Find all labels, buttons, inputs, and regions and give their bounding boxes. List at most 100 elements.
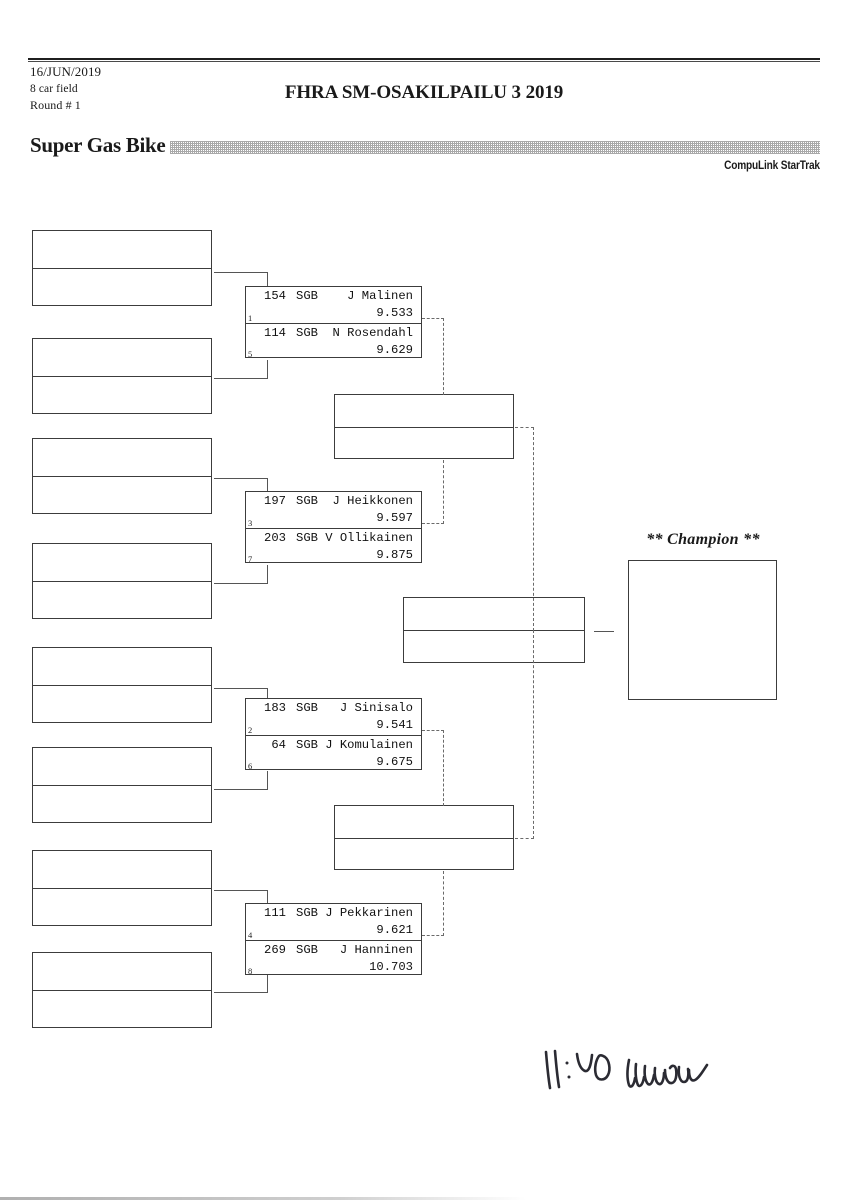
box-divider (335, 426, 513, 428)
match-3-top-header: 183 SGB J Sinisalo (246, 700, 415, 717)
elapsed-time: 9.629 (376, 343, 413, 357)
connector-entry-5 (214, 688, 268, 689)
car-class: SGB (296, 906, 318, 920)
sheet-meta: 16/JUN/2019 8 car field Round # 1 (30, 64, 101, 114)
lane-number: 6 (248, 761, 253, 771)
match-box-4[interactable]: 111 SGB J Pekkarinen 9.621 4 269 SGB J H… (245, 903, 422, 976)
lane-number: 5 (248, 349, 253, 359)
entry-box-1[interactable] (32, 230, 212, 306)
connector-r2b2-out (515, 838, 534, 839)
match-2-bottom-result: 9.875 (246, 547, 415, 564)
car-class: SGB (296, 531, 318, 545)
entry-box-2[interactable] (32, 338, 212, 414)
connector-entry-7 (214, 890, 268, 891)
match-4-lane-top[interactable]: 111 SGB J Pekkarinen 9.621 4 (246, 904, 421, 940)
match-4-bottom-result: 10.703 (246, 959, 415, 976)
lane-number: 7 (248, 554, 253, 564)
elapsed-time: 9.875 (376, 548, 413, 562)
connector-r1m4-up (443, 871, 444, 936)
box-divider (33, 476, 211, 477)
match-3-lane-bottom[interactable]: 64 SGB J Komulainen 9.675 6 (246, 735, 421, 771)
driver-name: J Hanninen (339, 943, 413, 957)
match-3-top-result: 9.541 (246, 717, 415, 734)
box-divider (404, 630, 584, 631)
handwriting-ink (544, 1049, 709, 1090)
driver-name: V Ollikainen (325, 531, 413, 545)
champion-box[interactable] (628, 560, 777, 700)
box-divider (33, 581, 211, 582)
match-box-2[interactable]: 197 SGB J Heikkonen 9.597 3 203 SGB V Ol… (245, 491, 422, 564)
round2-box-2[interactable] (334, 805, 514, 870)
event-title: FHRA SM-OSAKILPAILU 3 2019 (284, 82, 564, 103)
entry-box-4[interactable] (32, 543, 212, 619)
match-2-lane-top[interactable]: 197 SGB J Heikkonen 9.597 3 (246, 492, 421, 528)
connector-r1m2-out (422, 523, 444, 524)
driver-name: J Malinen (347, 289, 413, 303)
elapsed-time: 9.541 (376, 718, 413, 732)
handwritten-annotation: 11:40 (541, 1046, 721, 1106)
car-number: 154 (264, 289, 286, 303)
connector-r1m4-out (422, 935, 444, 936)
connector-entry-4 (214, 583, 268, 584)
connector-entry-6 (214, 789, 268, 790)
box-divider (33, 888, 211, 889)
connector-entry-3 (214, 478, 268, 479)
connector-r2b1-out (515, 427, 534, 428)
elapsed-time: 9.675 (376, 755, 413, 769)
car-number: 269 (264, 943, 286, 957)
match-2-lane-bottom[interactable]: 203 SGB V Ollikainen 9.875 7 (246, 528, 421, 564)
lane-number: 3 (248, 518, 253, 528)
match-4-lane-bottom[interactable]: 269 SGB J Hanninen 10.703 8 (246, 940, 421, 976)
entry-box-8[interactable] (32, 952, 212, 1028)
lane-number: 4 (248, 930, 253, 940)
lane-number: 8 (248, 966, 253, 976)
round2-box-1[interactable] (334, 394, 514, 459)
match-2-bottom-header: 203 SGB V Ollikainen (246, 530, 415, 547)
match-box-3[interactable]: 183 SGB J Sinisalo 9.541 2 64 SGB J Komu… (245, 698, 422, 771)
class-title: Super Gas Bike (30, 133, 168, 158)
box-divider (33, 685, 211, 686)
scan-edge (0, 1197, 848, 1200)
match-3-bottom-header: 64 SGB J Komulainen (246, 737, 415, 754)
driver-name: J Heikkonen (332, 494, 413, 508)
connector-r1m3-down (443, 730, 444, 806)
entry-box-7[interactable] (32, 850, 212, 926)
car-number: 111 (264, 906, 286, 920)
car-number: 64 (271, 738, 286, 752)
connector-final-to-champion (594, 631, 614, 632)
connector-r1m2-up (443, 460, 444, 524)
connector-entry-1 (214, 272, 268, 273)
elapsed-time: 9.597 (376, 511, 413, 525)
final-box[interactable] (403, 597, 585, 663)
elapsed-time: 10.703 (369, 960, 413, 974)
car-class: SGB (296, 494, 318, 508)
car-class: SGB (296, 701, 318, 715)
connector-r2b1-down (533, 427, 534, 631)
driver-name: N Rosendahl (332, 326, 413, 340)
connector-entry-8-v (267, 974, 268, 993)
connector-r1m3-out (422, 730, 444, 731)
match-box-1[interactable]: 154 SGB J Malinen 9.533 1 114 SGB N Rose… (245, 286, 422, 359)
match-1-lane-top[interactable]: 154 SGB J Malinen 9.533 1 (246, 287, 421, 323)
connector-entry-1-v (267, 272, 268, 290)
connector-entry-6-v (267, 771, 268, 790)
handwritten-time: 11:40 (541, 1046, 567, 1056)
match-1-bottom-result: 9.629 (246, 342, 415, 359)
match-3-lane-top[interactable]: 183 SGB J Sinisalo 9.541 2 (246, 699, 421, 735)
car-class: SGB (296, 289, 318, 303)
entry-box-6[interactable] (32, 747, 212, 823)
car-class: SGB (296, 326, 318, 340)
match-1-lane-bottom[interactable]: 114 SGB N Rosendahl 9.629 5 (246, 323, 421, 359)
champion-label: ** Champion ** (646, 531, 760, 548)
car-number: 203 (264, 531, 286, 545)
match-2-top-result: 9.597 (246, 510, 415, 527)
connector-entry-2-v (267, 360, 268, 379)
entry-box-5[interactable] (32, 647, 212, 723)
entry-box-3[interactable] (32, 438, 212, 514)
driver-name: J Pekkarinen (325, 906, 413, 920)
match-1-top-header: 154 SGB J Malinen (246, 288, 415, 305)
event-date: 16/JUN/2019 (30, 64, 102, 79)
match-1-top-result: 9.533 (246, 305, 415, 322)
box-divider (33, 990, 211, 991)
